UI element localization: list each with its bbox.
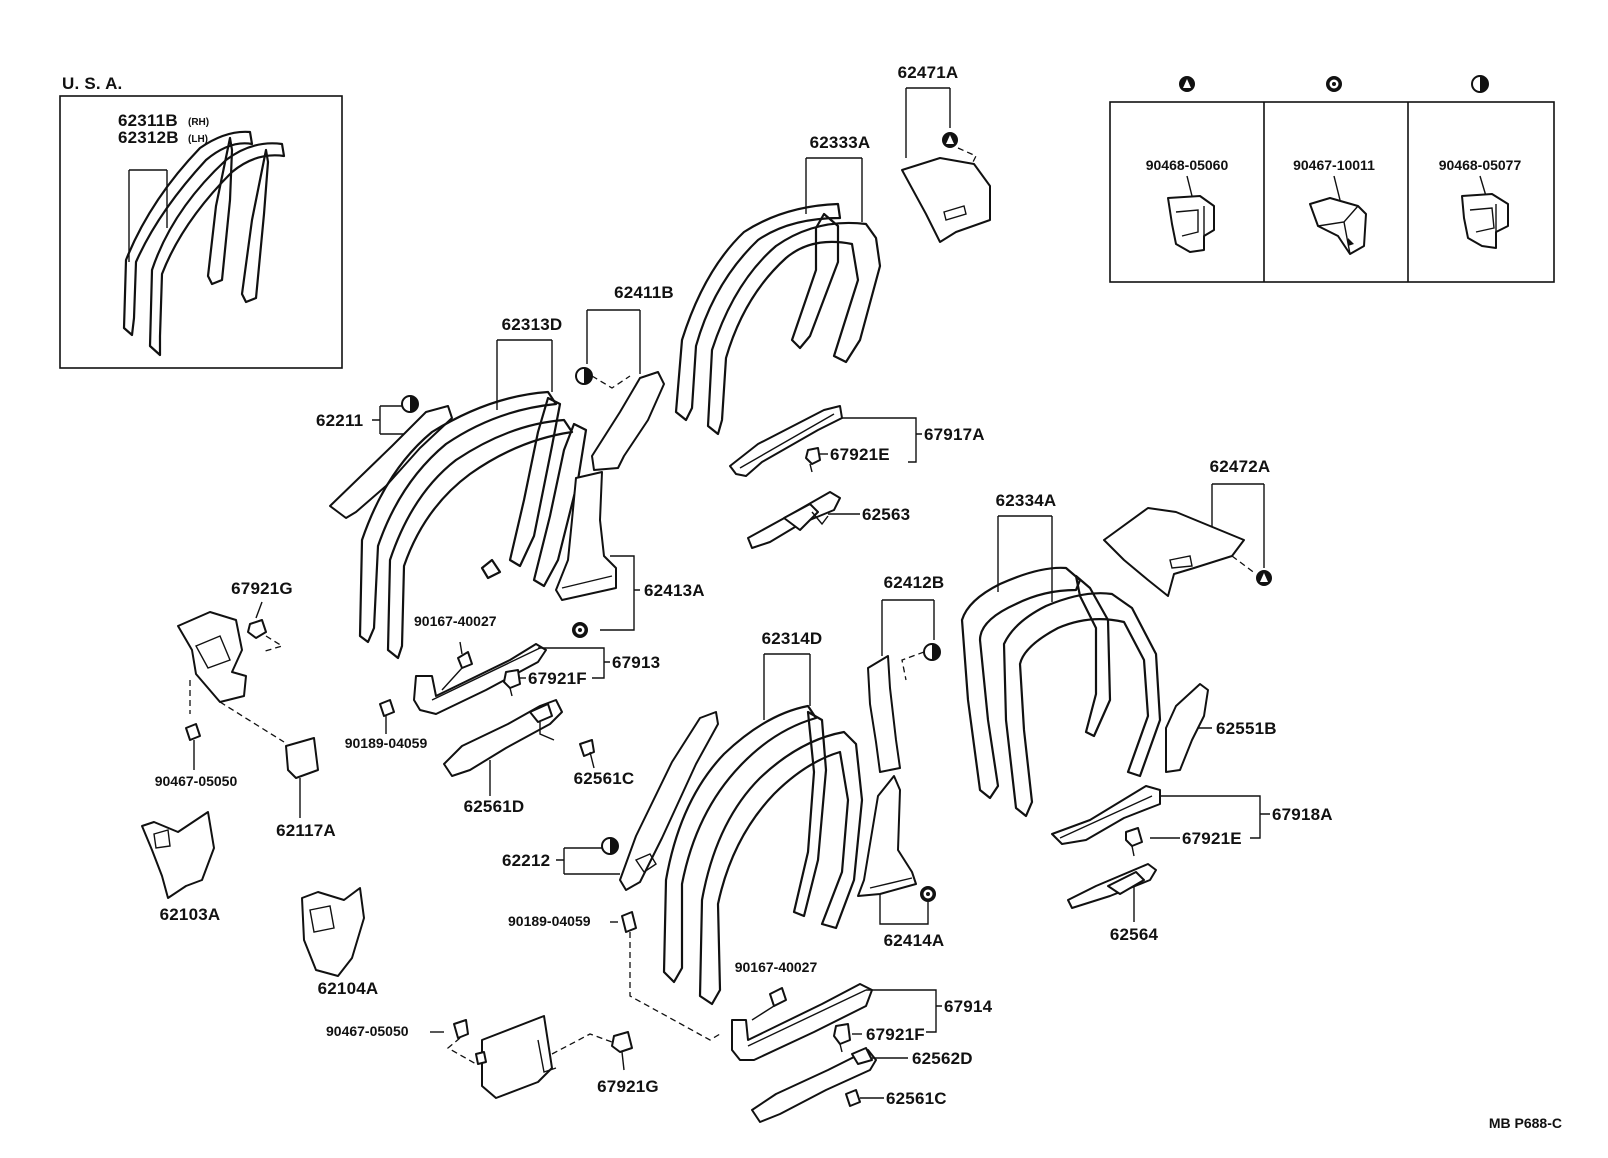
label-62563: 62563	[862, 505, 910, 524]
label-62413A: 62413A	[644, 581, 705, 600]
half-circle-marker-3-icon	[923, 643, 941, 661]
group-67913: 90167-40027 67913 67921F	[413, 613, 660, 715]
legend-part-1: 90468-05060	[1146, 157, 1229, 173]
label-90189-04059-upper: 90189-04059	[345, 735, 428, 751]
label-62561D: 62561D	[464, 797, 525, 816]
group-62472A: 62472A	[1103, 457, 1272, 597]
label-67921E-upper: 67921E	[830, 445, 890, 464]
label-67921F-upper: 67921F	[528, 669, 587, 688]
label-67914: 67914	[944, 997, 993, 1016]
label-62211: 62211	[316, 411, 363, 430]
dot-circle-marker-icon	[572, 622, 588, 638]
half-circle-marker-2-icon	[575, 367, 593, 385]
label-90467-05050-upper: 90467-05050	[155, 773, 238, 789]
region-label: U. S. A.	[62, 74, 122, 93]
group-67921G-upper: 67921G	[177, 579, 293, 743]
label-67921E-lower: 67921E	[1182, 829, 1242, 848]
group-62117A: 62117A	[276, 737, 336, 840]
group-90467-05050-upper: 90467-05050	[155, 723, 238, 789]
label-90167-40027-lower: 90167-40027	[735, 959, 818, 975]
group-62212: 62212	[502, 711, 719, 891]
group-67917A: 67917A 67921E	[729, 405, 985, 477]
label-62334A: 62334A	[996, 491, 1057, 510]
label-62411B: 62411B	[614, 283, 674, 302]
inset-part-62312B: 62312B	[118, 128, 179, 147]
label-62414A: 62414A	[884, 931, 945, 950]
group-62561C-lower: 62561C	[845, 1089, 947, 1108]
label-67913: 67913	[612, 653, 660, 672]
clip-90468-05077-drawing	[1461, 175, 1509, 249]
group-62211: 62211	[316, 395, 453, 519]
label-62561C-lower: 62561C	[886, 1089, 947, 1108]
group-62564: 62564	[1067, 863, 1159, 944]
label-62551B: 62551B	[1216, 719, 1277, 738]
group-62313D: 62313D	[358, 315, 588, 660]
group-62563: 62563	[747, 491, 910, 549]
group-bracket-lower: 90467-05050	[326, 1015, 613, 1099]
label-62313D: 62313D	[502, 315, 563, 334]
half-circle-symbol-icon	[1471, 75, 1489, 93]
label-62314D: 62314D	[762, 629, 823, 648]
usa-inset: U. S. A. 62311B (RH) 62312B (LH)	[59, 74, 343, 369]
group-67921G-lower: 67921G	[597, 1031, 659, 1096]
group-67918A: 67918A 67921E	[1051, 785, 1333, 857]
group-62414A: 62414A	[857, 775, 945, 950]
label-62562D: 62562D	[912, 1049, 973, 1068]
label-90189-04059-lower: 90189-04059	[508, 913, 591, 929]
fastener-legend: 90468-05060 90467-10011 90468-05077	[1109, 75, 1555, 283]
group-62333A: 62333A	[674, 133, 882, 436]
legend-part-3: 90468-05077	[1439, 157, 1522, 173]
group-62562D: 62562D	[751, 1047, 973, 1123]
inset-part-62311B: 62311B	[118, 111, 178, 130]
inset-side-rh: (RH)	[188, 117, 209, 128]
label-67921G-upper: 67921G	[231, 579, 293, 598]
group-62103A: 62103A	[141, 811, 221, 924]
label-62472A: 62472A	[1210, 457, 1271, 476]
group-90189-04059-upper: 90189-04059	[345, 699, 428, 751]
label-62103A: 62103A	[160, 905, 221, 924]
group-62314D: 62314D	[662, 629, 864, 1006]
group-62561C-upper: 62561C	[574, 739, 635, 788]
label-62561C-upper: 62561C	[574, 769, 635, 788]
label-62104A: 62104A	[318, 979, 379, 998]
label-62412B: 62412B	[884, 573, 945, 592]
group-62551B: 62551B	[1165, 683, 1277, 773]
triangle-circle-marker-icon	[942, 132, 958, 148]
drawing-code: MB P688-C	[1489, 1115, 1562, 1131]
label-62212: 62212	[502, 851, 550, 870]
label-62471A: 62471A	[898, 63, 959, 82]
label-67918A: 67918A	[1272, 805, 1333, 824]
triangle-circle-symbol-icon	[1179, 76, 1195, 92]
group-62471A: 62471A	[898, 63, 991, 243]
label-67921G-lower: 67921G	[597, 1077, 659, 1096]
clip-90467-10011-drawing	[1309, 175, 1367, 255]
triangle-circle-marker-2-icon	[1256, 570, 1272, 586]
dot-circle-symbol-icon	[1326, 76, 1342, 92]
inset-side-lh: (LH)	[188, 134, 208, 145]
legend-part-2: 90467-10011	[1293, 157, 1375, 173]
dot-circle-marker-2-icon	[920, 886, 936, 902]
label-67921F-lower: 67921F	[866, 1025, 925, 1044]
group-62413A: 62413A	[555, 471, 705, 638]
clip-90468-05060-drawing	[1167, 175, 1215, 253]
label-90467-05050-lower: 90467-05050	[326, 1023, 409, 1039]
group-90189-04059-lower: 90189-04059	[508, 911, 721, 1041]
group-62411B: 62411B	[575, 283, 674, 471]
label-62564: 62564	[1110, 925, 1159, 944]
half-circle-marker-4-icon	[601, 837, 619, 855]
label-62117A: 62117A	[276, 821, 336, 840]
half-circle-marker-icon	[401, 395, 419, 413]
group-62412B: 62412B	[867, 573, 945, 773]
group-67914: 90167-40027 67914 67921F	[731, 959, 993, 1061]
group-62561D: 62561D	[443, 699, 563, 816]
label-62333A: 62333A	[810, 133, 871, 152]
label-90167-40027-upper: 90167-40027	[414, 613, 497, 629]
group-62334A: 62334A	[960, 491, 1162, 818]
group-62104A: 62104A	[301, 887, 379, 998]
label-67917A: 67917A	[924, 425, 985, 444]
